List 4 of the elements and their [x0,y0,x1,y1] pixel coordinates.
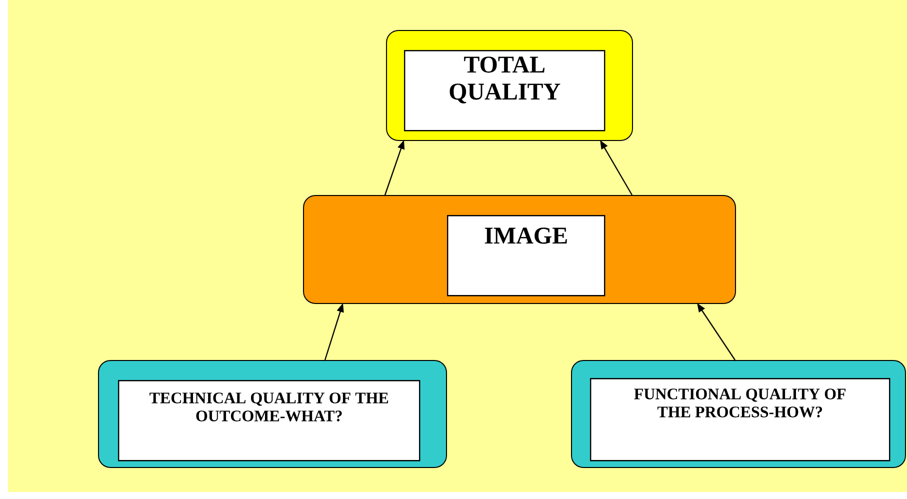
text-box: TOTAL QUALITY [404,50,606,132]
text-box: FUNCTIONAL QUALITY OF THE PROCESS-HOW? [590,378,890,462]
text-box: IMAGE [447,215,606,296]
text-box: TECHNICAL QUALITY OF THE OUTCOME-WHAT? [118,380,420,462]
